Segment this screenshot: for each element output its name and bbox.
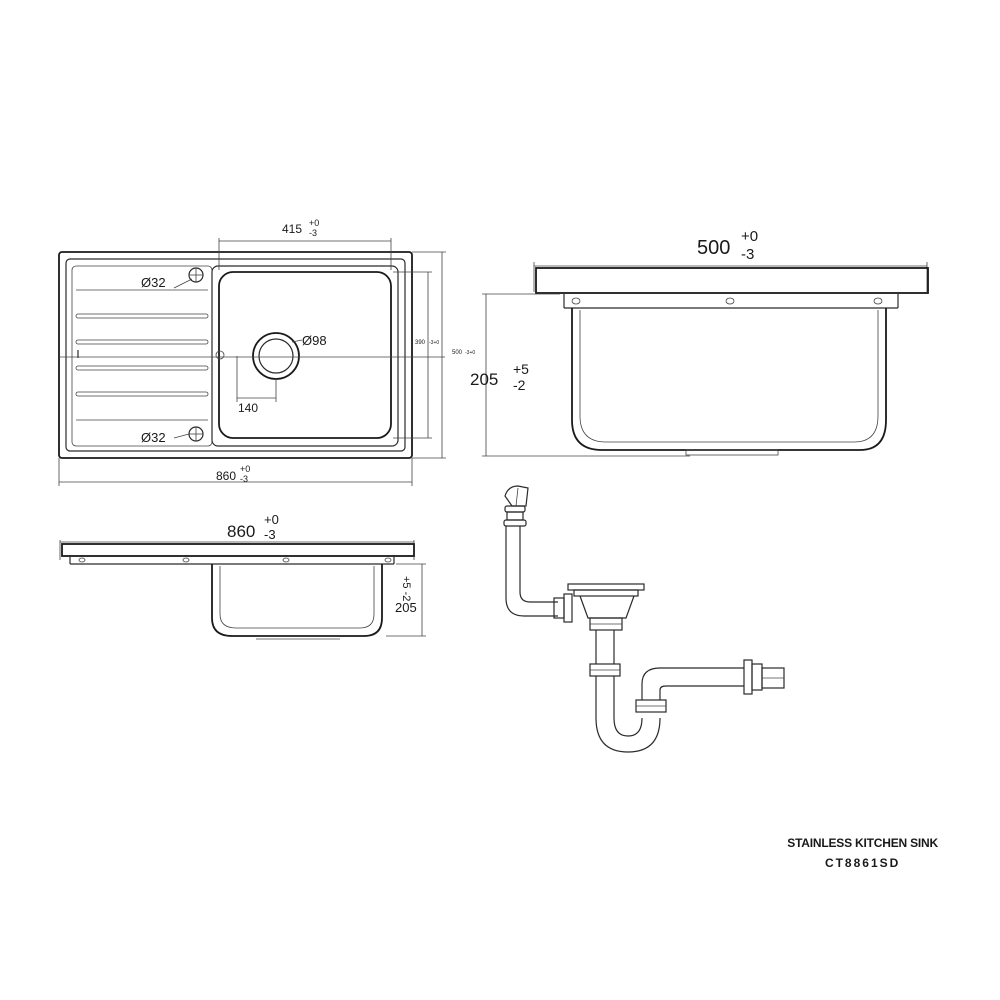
tap-hole-top-label: Ø32 <box>141 275 166 290</box>
bowl-outer <box>211 265 399 447</box>
side-bowl <box>571 308 887 451</box>
side-depth-tol-upper: +5 <box>513 361 529 377</box>
drain-diameter-label: Ø98 <box>302 333 327 348</box>
caption-title: STAINLESS KITCHEN SINK <box>787 836 938 850</box>
drainer-grooves <box>75 289 209 421</box>
drain-outer <box>252 332 300 380</box>
front-view <box>59 540 426 640</box>
front-width-label: 860 <box>227 522 255 541</box>
front-depth-label: 205 <box>395 600 417 615</box>
drain-offset-label: 140 <box>238 401 258 415</box>
overall-width-tol-lower: -3 <box>240 474 248 484</box>
side-width-tol-lower: -3 <box>741 246 754 263</box>
overall-width-label: 860 <box>216 469 236 483</box>
bowl-inner <box>218 271 392 439</box>
overflow-hole <box>215 350 225 360</box>
tap-hole-bottom <box>173 426 204 442</box>
bowl-depth-label: 390 <box>415 340 426 346</box>
top-view <box>58 238 446 486</box>
side-depth-tol-lower: -2 <box>513 377 526 393</box>
front-depth-tol: +5 -2 <box>400 576 412 601</box>
front-width-tol-lower: -3 <box>264 527 276 542</box>
overall-width-tol-upper: +0 <box>240 464 250 474</box>
front-rim <box>61 543 415 557</box>
side-width-label: 500 <box>697 237 730 259</box>
side-rim <box>535 267 929 294</box>
drainer-board <box>71 265 213 447</box>
front-bowl <box>211 564 383 637</box>
sink-inner-outline <box>65 258 406 452</box>
side-depth-label: 205 <box>470 370 498 389</box>
overall-depth-label: 500 <box>452 350 463 356</box>
side-width-tol-upper: +0 <box>741 228 758 245</box>
front-width-tol-upper: +0 <box>264 512 279 527</box>
bowl-width-tol-lower: -3 <box>309 228 317 238</box>
tap-hole-bottom-label: Ø32 <box>141 430 166 445</box>
bowl-width-label: 415 <box>282 222 302 236</box>
bowl-depth-tol: -3+0 <box>429 340 439 346</box>
bowl-width-tol-upper: +0 <box>309 218 319 228</box>
sink-outline <box>58 251 413 459</box>
waste-trap-assembly <box>503 485 785 753</box>
caption-model: CT8861SD <box>824 856 901 870</box>
overall-depth-tol: -3+0 <box>465 350 475 356</box>
caption: STAINLESS KITCHEN SINK CT8861SD <box>787 836 938 870</box>
tap-hole-top <box>173 267 204 289</box>
drain-inner <box>258 338 294 374</box>
side-view <box>482 262 929 457</box>
